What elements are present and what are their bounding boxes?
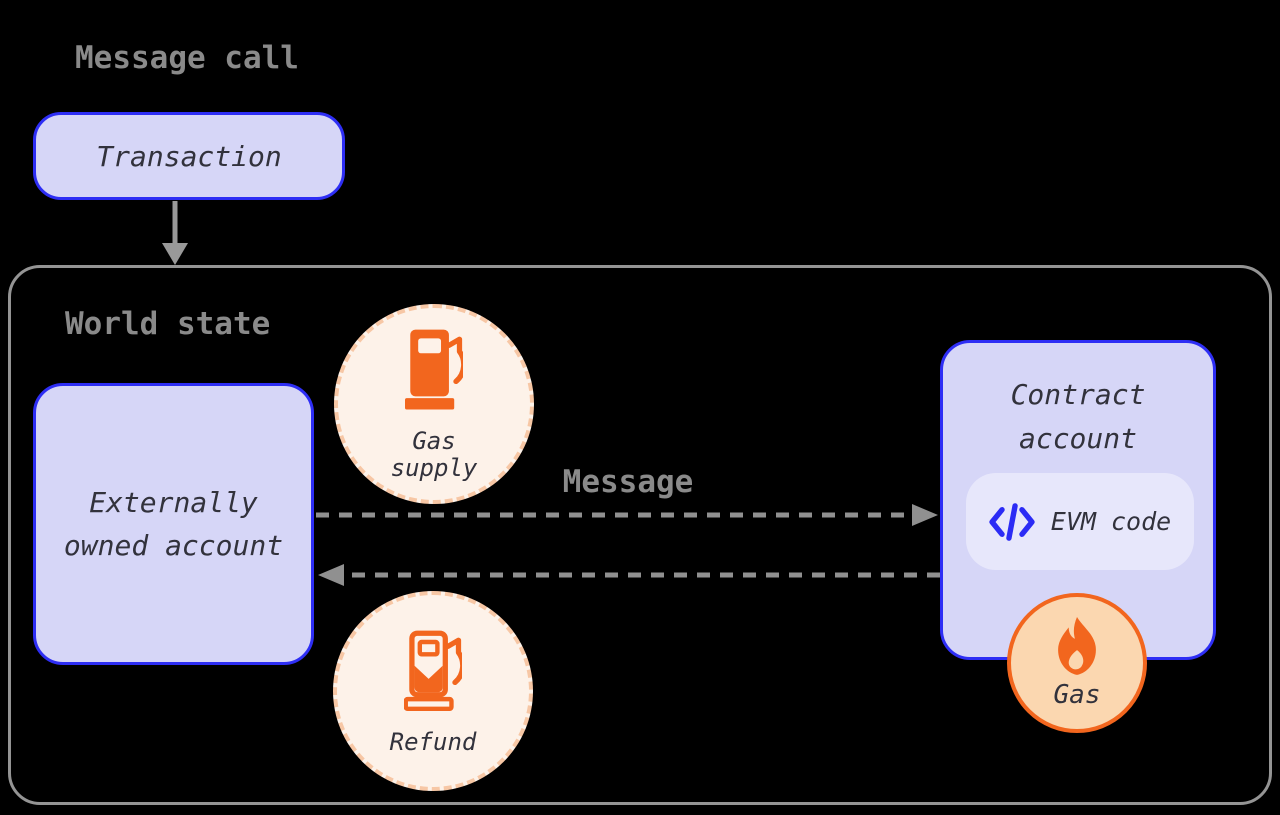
gas-pump-icon: [405, 326, 467, 420]
dashed-arrow-left-icon: [318, 564, 940, 586]
transaction-label: Transaction: [96, 139, 282, 173]
diagram-title: Message call: [75, 40, 299, 76]
refund-node: Refund: [333, 591, 533, 791]
gas-badge: Gas: [1007, 593, 1147, 733]
contract-label-line2: account: [1018, 422, 1137, 455]
arrow-down-icon: [162, 201, 188, 265]
flame-icon: [1048, 616, 1106, 678]
transaction-node: Transaction: [33, 112, 345, 200]
evm-code-pill: EVM code: [966, 473, 1194, 570]
world-state-title: World state: [65, 306, 271, 342]
evm-code-label: EVM code: [1050, 507, 1172, 536]
gas-supply-label-line2: supply: [390, 454, 478, 482]
world-state-container: [8, 265, 1272, 805]
externally-owned-account-node: Externally owned account: [33, 383, 314, 665]
gas-pump-refund-icon: [403, 627, 466, 721]
gas-supply-node: Gas supply: [334, 304, 534, 504]
code-icon: [989, 501, 1035, 543]
gas-supply-label-line1: Gas: [412, 427, 456, 455]
gas-badge-label: Gas: [1053, 680, 1101, 710]
eoa-label-line1: Externally: [89, 486, 258, 519]
contract-label-line1: Contract: [1010, 378, 1146, 411]
message-arrow-label: Message: [562, 464, 694, 500]
dashed-arrow-right-icon: [316, 504, 938, 526]
eoa-label-line2: owned account: [63, 529, 284, 562]
refund-label: Refund: [389, 727, 477, 756]
